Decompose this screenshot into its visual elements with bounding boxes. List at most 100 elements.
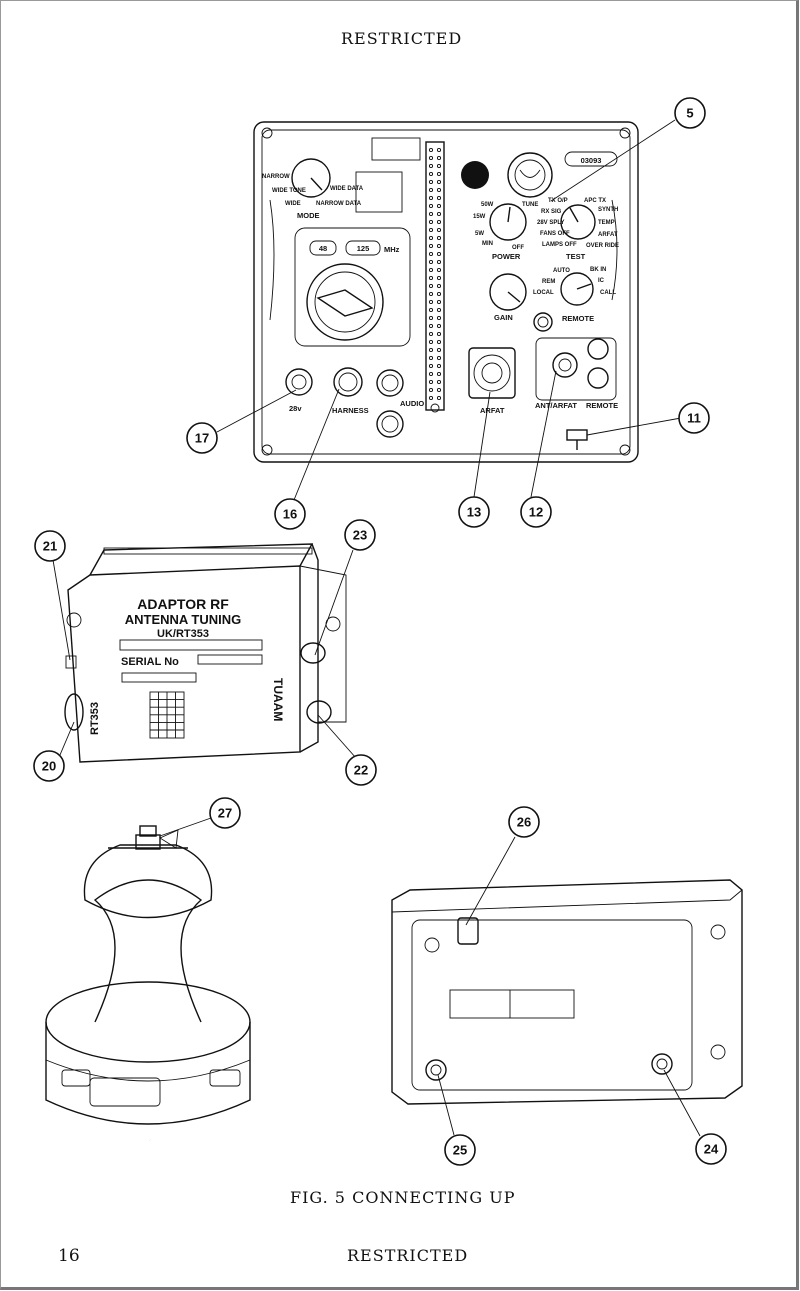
strip-hole [436, 307, 442, 313]
callout-11: 11 [678, 402, 710, 434]
adaptor-serial-label: SERIAL No [121, 656, 179, 668]
header-classification: RESTRICTED [341, 29, 463, 48]
strip-hole [428, 187, 434, 193]
strip-hole [428, 147, 434, 153]
test-switch [560, 204, 596, 240]
radio-front-panel: NARROW WIDE TONE WIDE WIDE DATA NARROW D… [253, 121, 639, 463]
strip-hole [428, 323, 434, 329]
callout-13: 13 [458, 496, 490, 528]
strip-hole [436, 275, 442, 281]
strip-hole [428, 235, 434, 241]
strip-hole [428, 227, 434, 233]
keypad-grid [150, 692, 184, 738]
mode-pos-narrow-data: NARROW DATA [316, 201, 362, 207]
strip-hole [428, 395, 434, 401]
mode-pos-wide-tone: WIDE TONE [272, 188, 306, 194]
svg-text:11: 11 [687, 411, 701, 426]
test-pos-synth: SYNTH [598, 207, 618, 213]
strip-hole [436, 331, 442, 337]
test-pos-temp: TEMP [598, 220, 615, 226]
callout-24: 24 [695, 1133, 727, 1165]
mode-pos-narrow: NARROW [262, 174, 290, 180]
callout-12: 12 [520, 496, 552, 528]
strip-hole [436, 291, 442, 297]
strip-hole [428, 339, 434, 345]
strip-hole [428, 379, 434, 385]
strip-hole [436, 171, 442, 177]
strip-hole [428, 195, 434, 201]
remote-pos-ic: IC [598, 278, 605, 284]
strip-hole [436, 211, 442, 217]
strip-hole [428, 283, 434, 289]
adaptor-unit: ADAPTOR RF ANTENNA TUNING UK/RT353 SERIA… [64, 543, 347, 763]
mode-pos-wide: WIDE [285, 201, 301, 207]
gain-label: GAIN [494, 313, 513, 322]
strip-hole [436, 195, 442, 201]
harness-label: HARNESS [332, 406, 369, 415]
gain-knob [489, 273, 527, 311]
strip-hole [436, 315, 442, 321]
adaptor-side-tuaam: TUAAM [271, 678, 285, 721]
strip-hole [436, 363, 442, 369]
strip-hole [436, 323, 442, 329]
strip-hole [436, 187, 442, 193]
strip-hole [428, 203, 434, 209]
freq-unit: MHz [384, 245, 400, 254]
test-pos-over-ride: OVER RIDE [586, 243, 619, 249]
freq-digits-b: 125 [357, 244, 370, 253]
svg-text:26: 26 [517, 815, 531, 830]
test-pos-lamps-off: LAMPS OFF [542, 242, 577, 248]
strip-hole [436, 347, 442, 353]
strip-hole [428, 155, 434, 161]
remote-pos-auto: AUTO [553, 268, 570, 274]
power-pos-50w: 50W [481, 202, 494, 208]
remote-pos-rem: REM [542, 279, 555, 285]
strip-hole [428, 331, 434, 337]
mode-label: MODE [297, 211, 320, 220]
svg-text:12: 12 [529, 505, 543, 520]
arfat-label: ARFAT [480, 406, 505, 415]
svg-text:13: 13 [467, 505, 481, 520]
power-connector-label: 28v [289, 404, 302, 413]
test-label: TEST [566, 252, 586, 261]
svg-text:24: 24 [704, 1142, 719, 1157]
strip-hole [436, 243, 442, 249]
adaptor-model: UK/RT353 [157, 628, 209, 640]
svg-text:23: 23 [353, 528, 367, 543]
mode-switch [291, 158, 331, 198]
strip-hole [428, 347, 434, 353]
test-pos-28v-sply: 28V SPLY [537, 220, 564, 226]
strip-hole [436, 379, 442, 385]
callout-26: 26 [508, 806, 540, 838]
adaptor-title-2: ANTENNA TUNING [125, 612, 242, 627]
adaptor-side-rt353: RT353 [89, 702, 101, 735]
audio-connectors [376, 369, 404, 438]
power-pos-15w: 15W [473, 214, 486, 220]
power-pos-tune: TUNE [522, 202, 538, 208]
strip-hole [436, 219, 442, 225]
strip-hole [428, 315, 434, 321]
remote-label: REMOTE [562, 314, 594, 323]
callout-21: 21 [34, 530, 66, 562]
strip-hole [436, 235, 442, 241]
strip-hole [428, 171, 434, 177]
callout-20: 20 [33, 750, 65, 782]
strip-hole [428, 307, 434, 313]
remote-pos-local: LOCAL [533, 290, 554, 296]
strip-hole [428, 299, 434, 305]
remote-pos-call: CALL [600, 290, 616, 296]
coax-cable [149, 815, 467, 1199]
remote-socket-label: REMOTE [586, 401, 618, 410]
strip-hole [436, 387, 442, 393]
earth-terminal [566, 429, 588, 450]
footer-classification: RESTRICTED [347, 1246, 469, 1265]
strip-hole [428, 267, 434, 273]
strip-hole [436, 147, 442, 153]
page-number: 16 [58, 1246, 80, 1266]
mode-pos-wide-data: WIDE DATA [330, 186, 364, 192]
svg-text:27: 27 [218, 806, 232, 821]
power-pos-5w: 5W [475, 231, 484, 237]
callout-16: 16 [274, 498, 306, 530]
